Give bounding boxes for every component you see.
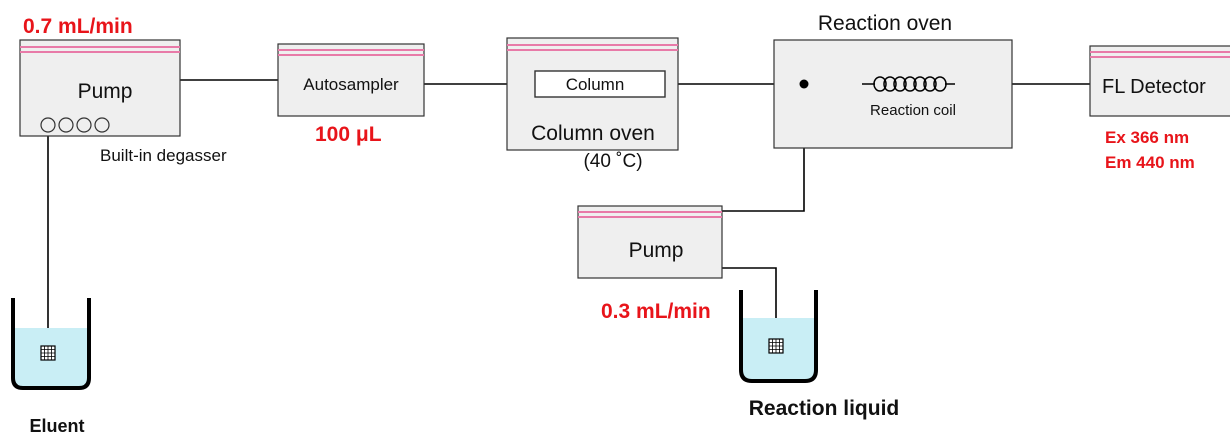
reaction-oven-label: Reaction oven	[818, 12, 952, 35]
column-oven-label: Column oven	[531, 122, 655, 145]
line-reaction-liquid-suction	[722, 267, 777, 340]
pump-1-label: Pump	[78, 80, 133, 103]
autosampler-label: Autosampler	[303, 75, 399, 94]
emission-wavelength: Em 440 nm	[1105, 153, 1195, 172]
pump-2: Pump	[577, 205, 723, 279]
mixing-junction	[799, 79, 809, 89]
reaction-coil-label: Reaction coil	[870, 102, 956, 119]
reaction-oven: Reaction coil	[773, 39, 1013, 149]
degasser-chamber-3	[76, 117, 92, 133]
detector-label: FL Detector	[1102, 76, 1206, 98]
autosampler: Autosampler	[277, 43, 425, 117]
eluent-label: Eluent	[29, 416, 84, 436]
eluent-filter-icon	[40, 345, 56, 361]
eluent-bottle	[11, 298, 91, 390]
pump-1: Pump	[19, 39, 181, 137]
column-oven: Column Column oven	[506, 37, 679, 151]
degasser-chamber-1	[40, 117, 56, 133]
reaction-liquid-bottle	[739, 290, 818, 383]
column	[534, 70, 666, 98]
reaction-liquid-label: Reaction liquid	[749, 397, 900, 420]
pump-2-flow-rate: 0.3 mL/min	[601, 300, 711, 323]
column-oven-temperature: (40 ˚C)	[583, 151, 642, 172]
injection-volume: 100 μL	[315, 123, 382, 146]
reaction-liquid-filter-icon	[768, 338, 784, 354]
degasser-chamber-2	[58, 117, 74, 133]
excitation-wavelength: Ex 366 nm	[1105, 128, 1189, 147]
column-label: Column	[566, 75, 625, 94]
pump-1-flow-rate: 0.7 mL/min	[23, 15, 133, 38]
degasser-label: Built-in degasser	[100, 146, 227, 165]
reaction-coil-icon	[862, 76, 955, 92]
fl-detector: FL Detector	[1089, 45, 1230, 117]
pump-2-label: Pump	[629, 239, 684, 262]
degasser-chamber-4	[94, 117, 110, 133]
